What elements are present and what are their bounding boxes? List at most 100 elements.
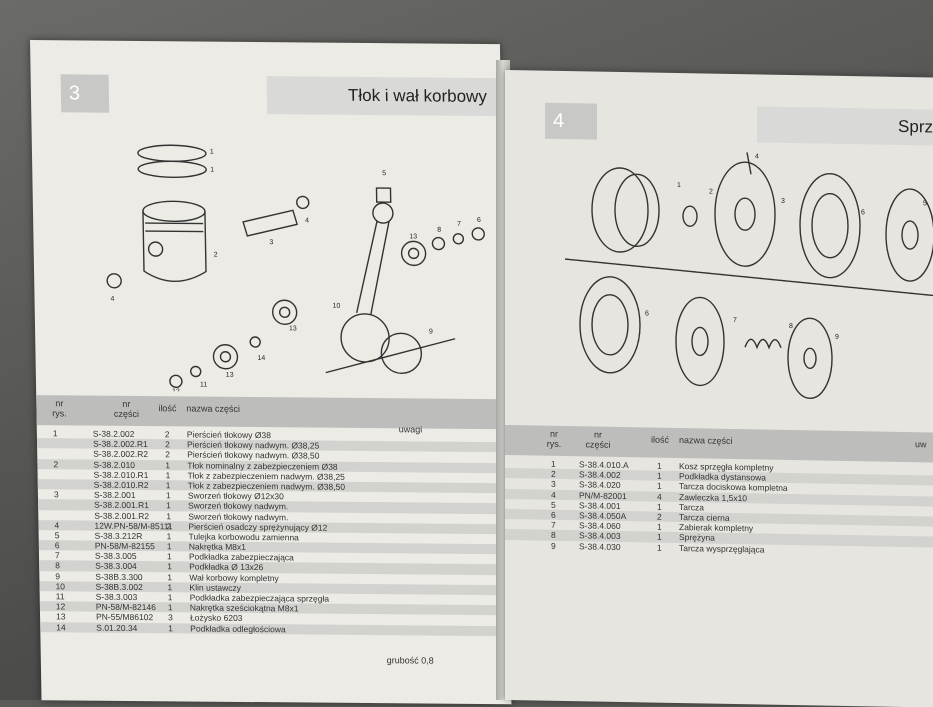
left-page: 3 Tłok i wał korbowy <box>30 40 512 705</box>
table-cell-nazwa: Podkładka odległościowa <box>190 623 286 634</box>
column-header-uwagi: uw <box>915 439 927 450</box>
table-cell-il: 1 <box>657 460 662 471</box>
exploded-diagram-piston-crankshaft: 1 1 2 3 4 4 5 6 7 8 9 10 11 12 13 13 13 … <box>106 144 485 394</box>
table-cell-rys: 5 <box>54 530 60 541</box>
table-cell-il: 1 <box>166 510 172 521</box>
crank-shaft-shape <box>325 338 456 374</box>
table-cell-rys: 9 <box>551 540 556 551</box>
table-cell-nr: S-38B.3.300 <box>95 571 143 582</box>
table-cell-rys: 7 <box>54 550 60 561</box>
cotter-pin-shape <box>746 152 752 175</box>
conrod-shape <box>355 220 390 316</box>
column-header-nr-rys: nr rys. <box>52 398 67 419</box>
table-cell-rys: 6 <box>54 540 60 551</box>
callout-label: 9 <box>835 334 839 341</box>
callout-label: 6 <box>861 209 865 216</box>
table-cell-il: 1 <box>168 622 174 633</box>
callout-label: 2 <box>709 189 713 196</box>
table-cell-il: 1 <box>167 582 173 593</box>
table-cell-nazwa: Klin ustawczy <box>189 582 242 593</box>
washer-shape <box>190 365 202 378</box>
table-cell-nr: S-38.2.010.R1 <box>93 469 149 480</box>
page-number-box: 3 <box>60 74 110 113</box>
table-cell-nazwa: Tarcza <box>679 501 705 513</box>
section-title-band: Tłok i wał korbowy <box>266 76 502 117</box>
table-cell-il: 2 <box>165 449 171 460</box>
table-cell-il: 1 <box>657 501 662 512</box>
table-cell-nazwa: Tarcza wysprzęglająca <box>679 542 765 555</box>
table-cell-il: 2 <box>657 511 662 522</box>
table-cell-il: 1 <box>167 561 172 572</box>
table-cell-nr: S-38.4.002 <box>579 469 621 481</box>
table-cell-il: 1 <box>166 551 172 562</box>
section-title: Tłok i wał korbowy <box>347 85 488 106</box>
table-cell-il: 1 <box>166 531 172 542</box>
callout-label: 10 <box>332 303 340 310</box>
section-title-band: Sprz <box>757 106 933 146</box>
table-cell-il: 1 <box>657 521 662 532</box>
table-cell-nr: 12W.PN-58/M-85111 <box>94 520 173 532</box>
table-cell-nr: S-38.4.020 <box>579 479 621 491</box>
table-cell-il: 3 <box>167 612 173 623</box>
table-cell-il: 2 <box>164 439 170 450</box>
table-cell-rys: 2 <box>53 458 59 469</box>
table-cell-il: 1 <box>165 480 171 491</box>
callout-label: 8 <box>789 323 793 330</box>
bearing-shape <box>212 344 239 370</box>
nut-shape <box>169 374 183 389</box>
piston-pin-shape <box>242 209 299 237</box>
table-cell-nr: PN-55/M86102 <box>95 612 154 623</box>
callout-label: 2 <box>214 252 218 259</box>
callout-label: 8 <box>437 227 441 234</box>
crank-web-shape <box>340 313 390 363</box>
callout-label: 11 <box>200 382 207 389</box>
table-cell-rys: 14 <box>56 621 66 632</box>
table-cell-il: 1 <box>167 592 173 603</box>
table-cell-nr: S-38.3.212R <box>94 530 143 541</box>
piston-top-shape <box>142 200 206 222</box>
section-title: Sprz <box>898 116 933 137</box>
table-cell-nazwa: Podkładka Ø 13x26 <box>189 561 264 573</box>
callout-label: 7 <box>457 221 461 228</box>
table-cell-nr: S-38.2.001.R2 <box>94 510 150 521</box>
table-cell-rys: 1 <box>551 458 556 469</box>
bearing-shape <box>400 240 427 267</box>
column-header-ilosc: ilość <box>651 434 670 445</box>
callout-label: 1 <box>677 182 681 189</box>
callout-label: 1 <box>210 167 214 174</box>
table-cell-nr: S-38.3.003 <box>95 591 138 603</box>
table-cell-nr: S-38B.3.002 <box>95 581 143 592</box>
right-page: 4 Sprz <box>505 70 933 707</box>
table-cell-nr: S-38.2.001.R1 <box>94 499 150 511</box>
bushing-shape <box>375 187 392 203</box>
conrod-small-end-shape <box>372 202 394 224</box>
table-cell-nr: S-38.4.030 <box>579 540 621 552</box>
column-header-nazwa: nazwa części <box>186 403 240 414</box>
table-cell-il: 4 <box>657 491 662 502</box>
callout-label: 5 <box>382 170 386 177</box>
table-cell-il: 2 <box>166 520 172 531</box>
callout-label: 9 <box>429 329 433 336</box>
piston-ring-shape <box>137 160 207 178</box>
table-cell-rys: 1 <box>52 428 58 439</box>
table-cell-rys: 13 <box>55 611 66 622</box>
callout-label: 4 <box>110 296 114 303</box>
table-cell-nr: S-38.4.003 <box>579 530 621 542</box>
nut-shape <box>471 227 485 241</box>
page-number: 4 <box>553 109 565 132</box>
callout-label: 13 <box>289 325 297 332</box>
table-cell-nr: S.01.20.34 <box>96 622 138 633</box>
callout-label: 13 <box>226 372 234 379</box>
friction-disc-shape <box>579 276 641 374</box>
table-cell-nr: PN-58/M-82155 <box>94 540 155 552</box>
table-cell-rys: 4 <box>551 489 556 500</box>
callout-label: 4 <box>755 153 759 160</box>
divider-line <box>565 258 933 297</box>
spacer-shape <box>249 336 261 348</box>
exploded-diagram-clutch: 1 2 3 4 5 6 6 7 8 9 <box>565 152 933 400</box>
callout-label: 13 <box>409 233 417 240</box>
column-header-nr-rys: nr rys. <box>546 428 562 449</box>
spacer-washer-shape <box>682 205 698 227</box>
table-cell-il: 1 <box>167 602 173 613</box>
